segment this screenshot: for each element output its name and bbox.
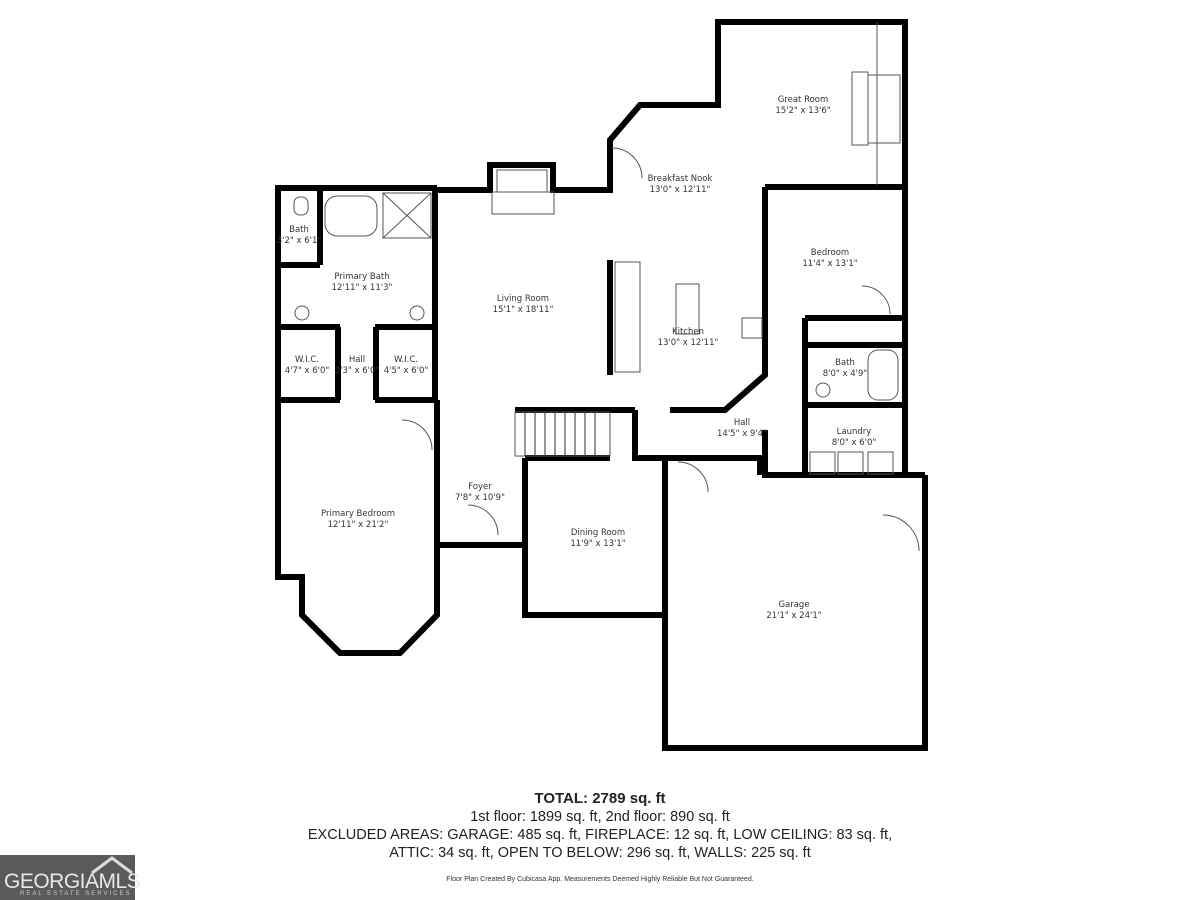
room-size: 3'2" x 6'1" — [276, 236, 322, 246]
dryer — [867, 451, 894, 475]
wall-primary-suite-outer — [275, 185, 440, 656]
sink — [409, 305, 425, 321]
toilet — [293, 196, 309, 216]
wall-kitchen-angled — [670, 187, 768, 413]
room-size: 4'5" x 6'0" — [383, 366, 429, 376]
excluded-areas-1: EXCLUDED AREAS: GARAGE: 485 sq. ft, FIRE… — [307, 827, 893, 843]
room-name: Kitchen — [672, 327, 704, 337]
room-size: 11'9" x 13'1" — [570, 539, 626, 549]
laundry-sink — [837, 451, 864, 475]
room-name: Breakfast Nook — [647, 174, 713, 184]
door-swing — [611, 147, 643, 179]
room-size: 14'5" x 9'4" — [717, 429, 767, 439]
georgia-mls-logo: GEORGIAMLS REAL ESTATE SERVICES — [0, 855, 141, 900]
room-name: Bath — [289, 225, 309, 235]
room-name: Primary Bath — [334, 272, 390, 282]
room-size: 13'0" x 12'11" — [649, 185, 711, 195]
roof-icon — [91, 856, 133, 875]
room-name: Great Room — [777, 95, 829, 105]
door-swing — [401, 419, 433, 451]
door-swing — [861, 285, 891, 315]
room-wic-left: W.I.C.4'7" x 6'0" — [285, 355, 330, 377]
stairs — [514, 411, 611, 457]
walls — [275, 19, 928, 751]
room-size: 15'1" x 18'11" — [492, 305, 554, 315]
bathtub-primary — [324, 195, 378, 237]
floor-areas: 1st floor: 1899 sq. ft, 2nd floor: 890 s… — [470, 809, 730, 825]
excluded-areas-2: ATTIC: 34 sq. ft, OPEN TO BELOW: 296 sq.… — [389, 845, 811, 861]
room-size: 8'0" x 6'0" — [831, 438, 877, 448]
hearth-living — [491, 191, 555, 215]
door-swing — [467, 504, 499, 536]
room-name: Living Room — [496, 294, 550, 304]
fireplace-great-room — [867, 74, 901, 144]
bathtub-bath — [867, 349, 899, 401]
room-size: 11'4" x 13'1" — [802, 259, 858, 269]
room-size: 12'11" x 21'2" — [327, 520, 389, 530]
logo-tagline: REAL ESTATE SERVICES — [20, 891, 132, 897]
room-name: Garage — [778, 600, 810, 610]
room-size: 3'3" x 6'0" — [334, 366, 380, 376]
disclaimer: Floor Plan Created By Cubicasa App. Meas… — [446, 876, 754, 883]
room-name: Primary Bedroom — [321, 509, 395, 519]
sink — [294, 305, 310, 321]
room-name: Bedroom — [810, 248, 850, 258]
room-name: Foyer — [468, 482, 492, 492]
wall-laundry-bottom — [762, 430, 925, 478]
kitchen-counter — [614, 261, 641, 373]
door-swing — [882, 514, 920, 552]
wall-living-top — [435, 19, 908, 475]
fireplace-living — [496, 169, 548, 193]
room-name: Hall — [733, 418, 751, 428]
room-name: Dining Room — [570, 528, 626, 538]
sink — [815, 382, 831, 398]
wall-hall-bottom — [632, 410, 765, 461]
room-size: 7'8" x 10'9" — [455, 493, 505, 503]
room-name: W.I.C. — [394, 355, 418, 365]
wall-dining — [522, 458, 665, 618]
room-name: Bath — [835, 358, 855, 368]
room-size: 15'2" x 13'6" — [775, 106, 831, 116]
room-size: 12'11" x 11'3" — [331, 283, 393, 293]
fixtures — [293, 22, 920, 552]
room-name: Laundry — [836, 427, 872, 437]
area-summary: TOTAL: 2789 sq. ft 1st floor: 1899 sq. f… — [0, 790, 1200, 883]
hearth-great-room — [851, 71, 869, 146]
logo-name: GEORGIAMLS — [4, 870, 141, 893]
washer — [809, 451, 836, 475]
wall-garage — [662, 458, 928, 751]
room-wic-right: W.I.C.4'5" x 6'0" — [384, 355, 429, 377]
room-size: 4'7" x 6'0" — [284, 366, 330, 376]
door-swing — [677, 461, 709, 493]
stove — [741, 317, 763, 339]
room-size: 13'0" x 12'11" — [657, 338, 719, 348]
room-name: W.I.C. — [295, 355, 319, 365]
shower — [382, 192, 432, 239]
room-size: 21'1" x 24'1" — [766, 611, 822, 621]
room-size: 8'0" x 4'9" — [822, 369, 868, 379]
total-area: TOTAL: 2789 sq. ft — [534, 790, 666, 807]
room-name: Hall — [348, 355, 366, 365]
kitchen-island — [675, 283, 700, 335]
